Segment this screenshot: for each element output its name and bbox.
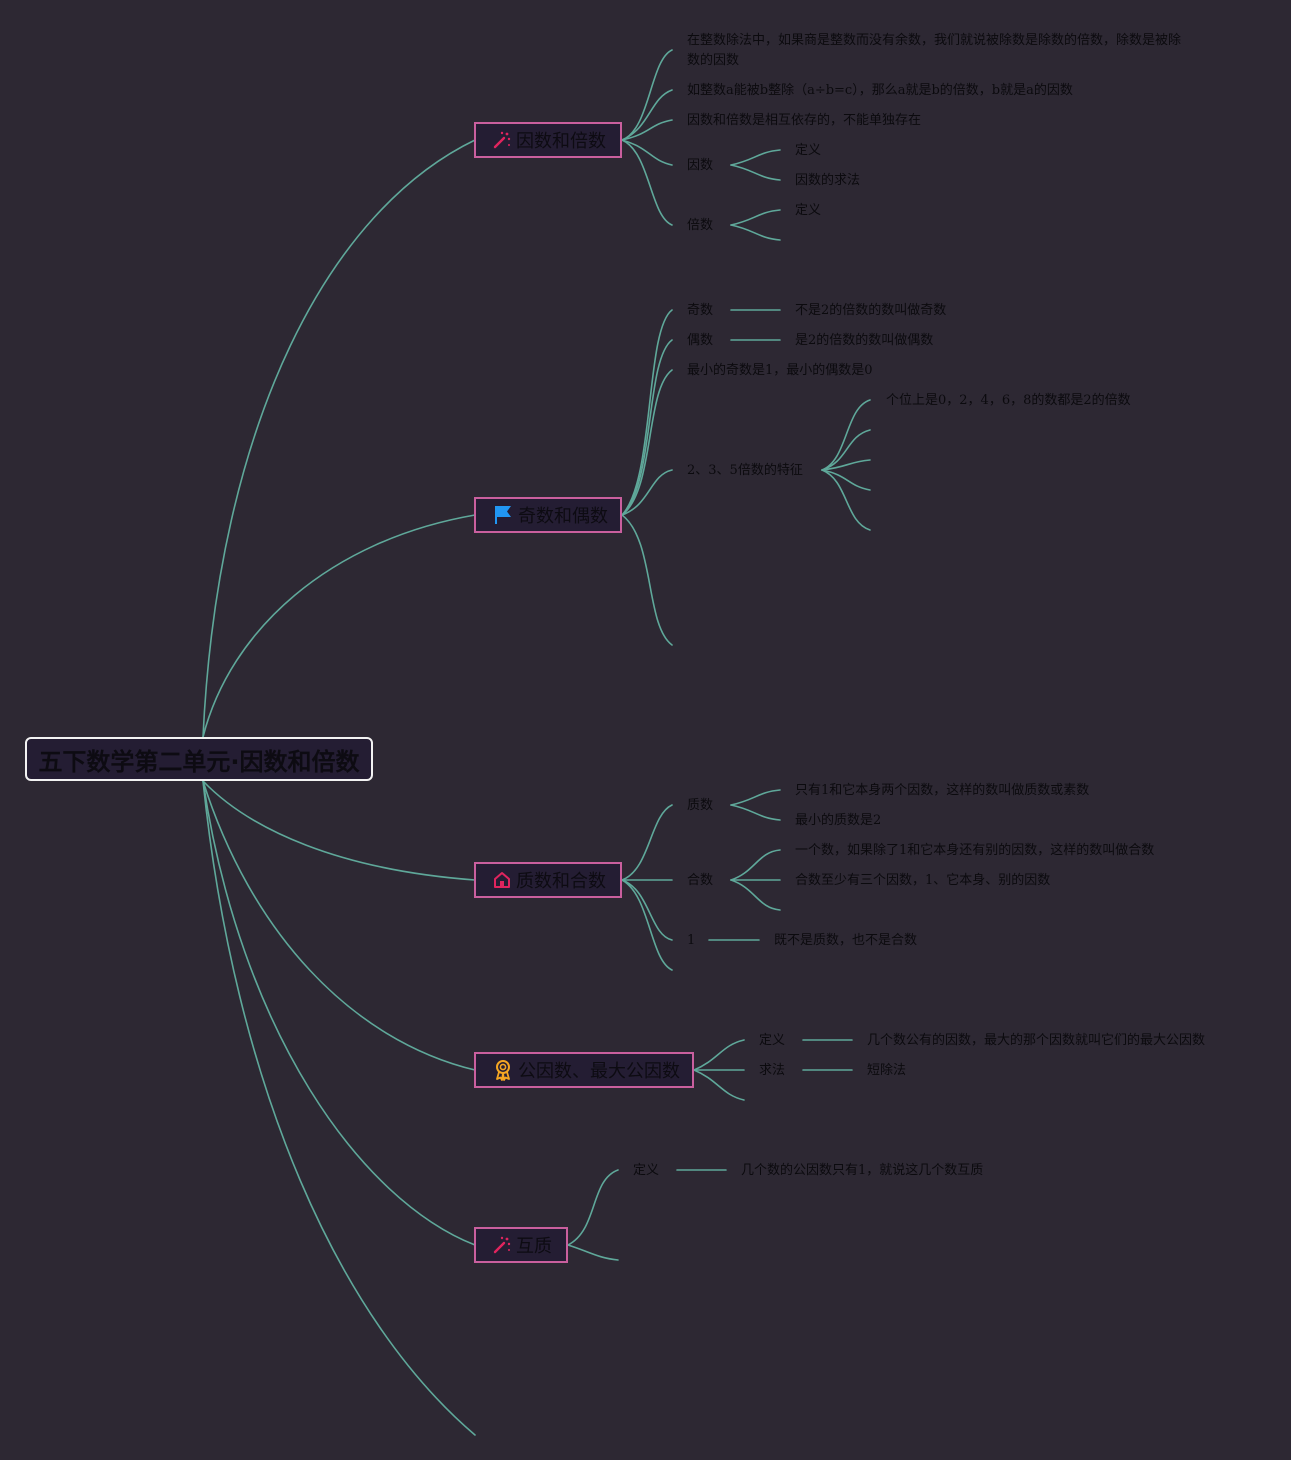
flag-icon xyxy=(495,506,511,524)
node-gcd-definition[interactable]: 定义 xyxy=(759,1033,786,1048)
node-multiple-definition[interactable]: 定义 xyxy=(795,203,822,218)
text-feature-of-2: 个位上是0，2，4，6，8的数都是2的倍数 xyxy=(886,393,1131,408)
node-coprime-definition[interactable]: 定义 xyxy=(633,1163,660,1178)
branch-node-factors-multiples[interactable]: 因数和倍数 xyxy=(474,122,622,158)
branch-label: 公因数、最大公因数 xyxy=(518,1061,680,1082)
text-coprime-definition[interactable]: 几个数的公因数只有1，就说这几个数互质 xyxy=(741,1163,984,1178)
magic-wand-icon xyxy=(493,1236,511,1254)
root-label: 五下数学第二单元·因数和倍数 xyxy=(38,747,360,776)
home-icon xyxy=(494,872,510,888)
node-one-definition[interactable]: 既不是质数，也不是合数 xyxy=(774,933,918,948)
node-prime-definition[interactable]: 只有1和它本身两个因数，这样的数叫做质数或素数 xyxy=(795,783,1090,798)
node-multiple-features[interactable]: 2、3、5倍数的特征 xyxy=(687,463,803,478)
node-even[interactable]: 偶数 xyxy=(687,333,714,348)
branch-node-prime-composite[interactable]: 质数和合数 xyxy=(474,862,622,898)
branch-label: 互质 xyxy=(516,1236,552,1257)
node-smallest-prime[interactable]: 最小的质数是2 xyxy=(795,813,882,828)
text-dependency: 因数和倍数是相互依存的，不能单独存在 xyxy=(687,113,922,128)
text-gcd-definition[interactable]: 几个数公有的因数，最大的那个因数就叫它们的最大公因数 xyxy=(867,1033,1206,1048)
magic-wand-icon xyxy=(493,131,511,149)
node-factor-definition[interactable]: 定义 xyxy=(795,143,822,158)
branch-node-coprime[interactable]: 互质 xyxy=(474,1227,568,1263)
node-composite[interactable]: 合数 xyxy=(687,873,714,888)
root-node[interactable]: 五下数学第二单元·因数和倍数 xyxy=(25,737,373,781)
node-composite-definition[interactable]: 一个数，如果除了1和它本身还有别的因数，这样的数叫做合数 xyxy=(795,843,1155,858)
node-even-definition[interactable]: 是2的倍数的数叫做偶数 xyxy=(795,333,934,348)
node-factor-method[interactable]: 因数的求法 xyxy=(795,173,861,188)
node-composite-least-factors[interactable]: 合数至少有三个因数，1、它本身、别的因数 xyxy=(795,873,1051,888)
branch-label: 质数和合数 xyxy=(516,871,606,892)
text-smallest-odd-even: 最小的奇数是1，最小的偶数是0 xyxy=(687,363,873,378)
node-factor[interactable]: 因数 xyxy=(687,158,714,173)
branch-label: 奇数和偶数 xyxy=(518,506,608,527)
node-multiple[interactable]: 倍数 xyxy=(687,218,714,233)
node-one[interactable]: 1 xyxy=(687,933,696,948)
award-icon xyxy=(496,1060,510,1081)
branch-label: 因数和倍数 xyxy=(516,131,606,152)
text-gcd-method[interactable]: 短除法 xyxy=(867,1063,907,1078)
text-definition: 在整数除法中，如果商是整数而没有余数，我们就说被除数是除数的倍数，除数是被除数的… xyxy=(687,33,1182,68)
text-example: 如整数a能被b整除（a÷b=c），那么a就是b的倍数，b就是a的因数 xyxy=(687,83,1073,98)
node-odd[interactable]: 奇数 xyxy=(687,303,714,318)
node-prime[interactable]: 质数 xyxy=(687,798,714,813)
node-gcd-method[interactable]: 求法 xyxy=(759,1063,786,1078)
branch-node-odd-even[interactable]: 奇数和偶数 xyxy=(474,497,622,533)
node-odd-definition[interactable]: 不是2的倍数的数叫做奇数 xyxy=(795,303,947,318)
branch-node-gcd[interactable]: 公因数、最大公因数 xyxy=(474,1052,694,1088)
